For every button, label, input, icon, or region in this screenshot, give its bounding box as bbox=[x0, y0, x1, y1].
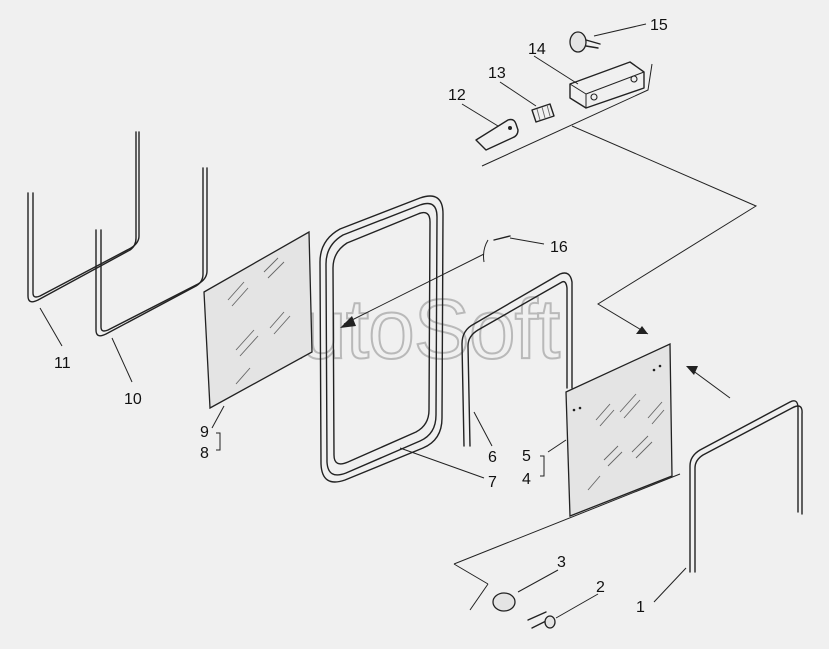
part-16-clip bbox=[483, 235, 545, 263]
callout-12: 12 bbox=[448, 87, 466, 104]
callout-6: 6 bbox=[488, 449, 497, 466]
part-1-seal bbox=[653, 400, 803, 603]
part-6-seal bbox=[461, 272, 573, 447]
fastener-bracket-line bbox=[453, 473, 681, 611]
callout-13: 13 bbox=[488, 65, 506, 82]
callout-3: 3 bbox=[557, 554, 566, 571]
part-2-screw bbox=[527, 593, 599, 629]
part-13-spring bbox=[499, 81, 555, 123]
part-9-glass bbox=[203, 230, 313, 451]
callout-8: 8 bbox=[200, 445, 209, 462]
callout-15: 15 bbox=[650, 17, 668, 34]
part-15-knob bbox=[569, 23, 647, 53]
part-12-pin bbox=[461, 103, 519, 151]
callout-5: 5 bbox=[522, 448, 531, 465]
part-10-u-seal bbox=[95, 167, 208, 383]
callout-9: 9 bbox=[200, 424, 209, 441]
callout-2: 2 bbox=[596, 579, 605, 596]
callout-1: 1 bbox=[636, 599, 645, 616]
part-5-glass bbox=[540, 342, 673, 517]
callout-11: 11 bbox=[54, 355, 71, 372]
hardware-bracket-line bbox=[481, 63, 653, 167]
assembly-lines bbox=[340, 125, 758, 399]
callout-4: 4 bbox=[522, 471, 531, 488]
callout-16: 16 bbox=[550, 239, 568, 256]
part-14-bracket bbox=[533, 55, 645, 109]
part-7-seal-frame bbox=[319, 195, 485, 483]
part-11-u-seal bbox=[27, 131, 140, 347]
callout-14: 14 bbox=[528, 41, 546, 58]
callout-10: 10 bbox=[124, 391, 142, 408]
part-3-grommet bbox=[492, 569, 559, 612]
callout-7: 7 bbox=[488, 474, 497, 491]
